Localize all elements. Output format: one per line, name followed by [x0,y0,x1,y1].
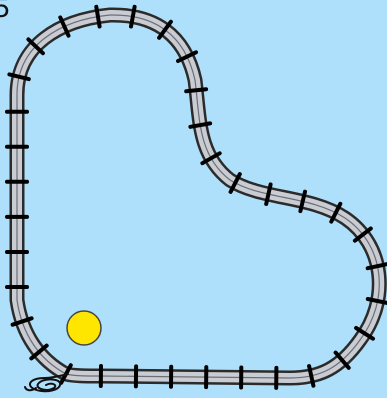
track-sleeper [186,89,206,91]
ball[interactable] [67,311,101,345]
